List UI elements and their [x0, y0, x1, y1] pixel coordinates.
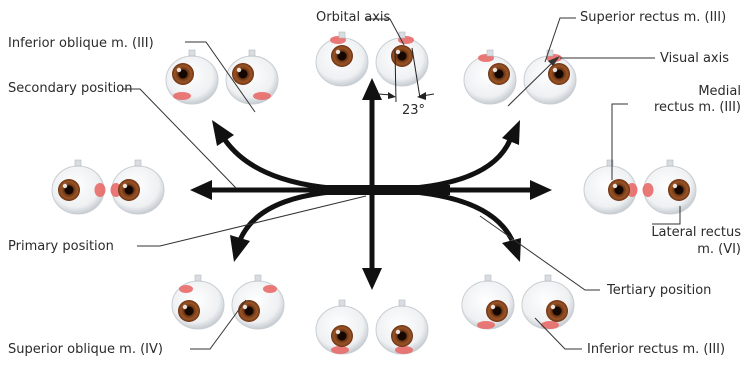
eyeball	[521, 274, 575, 330]
arrow-downright-head	[502, 238, 521, 262]
leader-tertiary-position	[479, 215, 600, 291]
arrow-right-head	[530, 180, 552, 200]
eyeball	[463, 49, 517, 105]
label-secondary-position: Secondary position	[8, 81, 133, 96]
label-tertiary-position: Tertiary position	[607, 283, 712, 298]
eyes-up-right	[463, 49, 577, 105]
label-lateral-rectus-line2: m. (VI)	[697, 242, 741, 257]
label-medial-rectus-line1: Medial	[698, 84, 741, 99]
muscle-mark	[331, 346, 349, 354]
eyeball	[523, 49, 577, 105]
muscle-mark	[253, 92, 271, 100]
leader-secondary-position	[122, 88, 237, 189]
movement-arrows	[190, 78, 552, 290]
eyeball	[642, 159, 697, 215]
arrow-downleft-head	[230, 235, 250, 262]
angle-marker	[377, 47, 435, 103]
eyeball	[231, 274, 285, 330]
eyeball	[165, 49, 219, 105]
arrow-up-head	[362, 78, 382, 100]
eyeball	[171, 274, 225, 330]
eyes-up	[315, 31, 429, 87]
eyes-right	[583, 159, 697, 215]
eyeball	[375, 299, 429, 355]
eyes-down	[315, 299, 429, 355]
eyes-left	[51, 159, 165, 215]
leader-inferior-rectus	[534, 317, 582, 350]
arrow-upleft-head	[212, 120, 234, 146]
label-primary-position: Primary position	[8, 239, 114, 254]
label-angle: 23°	[402, 103, 426, 118]
eyeball	[375, 31, 429, 87]
leader-primary-position	[137, 195, 367, 247]
label-visual-axis: Visual axis	[660, 51, 729, 66]
eyeball	[110, 159, 165, 215]
eyeball	[51, 159, 106, 215]
eyeball	[461, 274, 515, 330]
arrow-upright-head	[502, 120, 520, 145]
muscle-mark	[541, 321, 559, 329]
label-orbital-axis: Orbital axis	[316, 10, 391, 25]
label-superior-rectus: Superior rectus m. (III)	[580, 10, 727, 25]
label-inferior-rectus: Inferior rectus m. (III)	[587, 342, 726, 357]
muscle-mark	[173, 92, 191, 100]
label-medial-rectus-line2: rectus m. (III)	[653, 100, 741, 115]
muscle-mark	[642, 183, 654, 197]
leader-inferior-oblique	[185, 41, 256, 113]
label-inferior-oblique: Inferior oblique m. (III)	[8, 36, 154, 51]
arrow-down-head	[362, 268, 382, 290]
eyeball	[315, 31, 369, 87]
muscle-mark	[477, 321, 495, 329]
muscle-mark	[179, 285, 193, 293]
eyeball	[315, 299, 369, 355]
muscle-mark	[94, 183, 106, 197]
muscle-mark	[263, 285, 277, 293]
leader-superior-rectus	[544, 17, 576, 63]
leader-superior-oblique	[190, 299, 247, 350]
eyes-up-left	[165, 49, 279, 105]
eyeball	[583, 159, 638, 215]
leader-lateral-rectus	[652, 206, 681, 225]
leader-lines	[122, 17, 681, 350]
label-superior-oblique: Superior oblique m. (IV)	[8, 342, 163, 357]
eyeball	[225, 49, 279, 105]
eyes-down-left	[171, 274, 285, 330]
leader-medial-rectus	[611, 103, 628, 180]
arrow-left-head	[190, 180, 212, 200]
eyes-down-right	[461, 274, 575, 330]
label-lateral-rectus-line1: Lateral rectus	[651, 225, 741, 240]
muscle-mark	[395, 346, 413, 354]
leader-orbital-axis	[365, 18, 405, 46]
